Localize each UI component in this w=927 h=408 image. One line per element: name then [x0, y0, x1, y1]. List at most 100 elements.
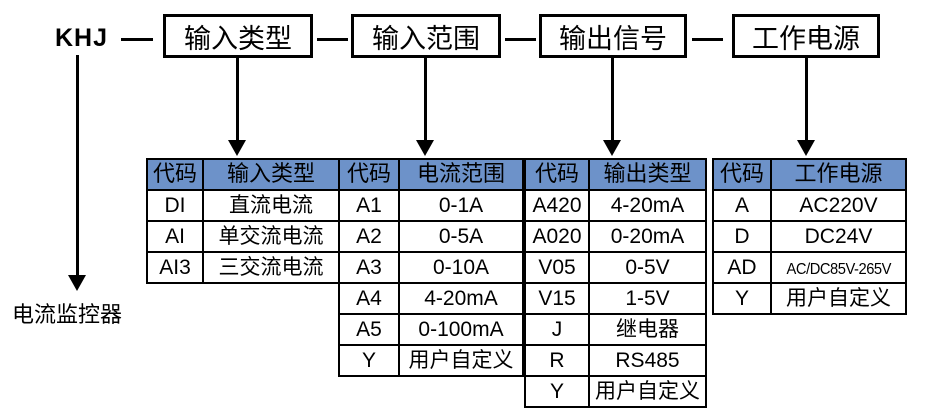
table-row: AI3 三交流电流: [146, 251, 340, 284]
table-row: AI 单交流电流: [146, 220, 340, 253]
column-header-value: 输入类型: [202, 158, 340, 191]
cell-code: J: [524, 313, 590, 346]
segment-box-power-supply: 工作电源: [732, 14, 880, 58]
segment-box-output-signal: 输出信号: [539, 14, 687, 58]
cell-value: 0-1A: [398, 189, 524, 222]
cell-code: A2: [338, 220, 400, 253]
dash-separator-4: [692, 38, 723, 41]
table-header-row: 代码 电流范围: [338, 158, 524, 191]
cell-value: 0-10A: [398, 251, 524, 284]
arrow-head-output-signal: [603, 140, 621, 156]
cell-code: V15: [524, 282, 590, 315]
cell-code: A: [712, 189, 772, 222]
cell-code: AI3: [146, 251, 204, 284]
table-power-supply: 代码 工作电源 A AC220V D DC24V AD AC/DC85V-265…: [712, 158, 907, 315]
table-row: AD AC/DC85V-265V: [712, 251, 907, 284]
table-row: D DC24V: [712, 220, 907, 253]
cell-value: DC24V: [770, 220, 907, 253]
column-header-value: 工作电源: [770, 158, 907, 191]
cell-value: 直流电流: [202, 189, 340, 222]
segment-box-input-type: 输入类型: [163, 14, 313, 58]
cell-value: 用户自定义: [770, 282, 907, 315]
arrow-head-input-type: [228, 140, 246, 156]
table-row: A1 0-1A: [338, 189, 524, 222]
cell-code: AI: [146, 220, 204, 253]
connector-line-power-supply: [805, 58, 808, 142]
cell-value: 4-20mA: [398, 282, 524, 315]
arrow-head-input-range: [416, 140, 434, 156]
cell-value: 4-20mA: [588, 189, 707, 222]
cell-code: AD: [712, 251, 772, 284]
cell-value-text: AC/DC85V-265V: [786, 261, 891, 278]
column-header-code: 代码: [338, 158, 400, 191]
dash-separator-1: [121, 38, 153, 41]
table-row: A3 0-10A: [338, 251, 524, 284]
segment-box-input-range: 输入范围: [351, 14, 501, 58]
column-header-value: 输出类型: [588, 158, 707, 191]
table-row: A420 4-20mA: [524, 189, 707, 222]
cell-code: Y: [712, 282, 772, 315]
table-row: A5 0-100mA: [338, 313, 524, 346]
column-header-code: 代码: [712, 158, 772, 191]
table-row: V15 1-5V: [524, 282, 707, 315]
cell-value: 用户自定义: [398, 344, 524, 377]
cell-value: 用户自定义: [588, 375, 707, 408]
cell-code: Y: [524, 375, 590, 408]
table-output-type: 代码 输出类型 A420 4-20mA A020 0-20mA V05 0-5V…: [524, 158, 707, 408]
cell-code: A3: [338, 251, 400, 284]
table-row: A2 0-5A: [338, 220, 524, 253]
table-row: J 继电器: [524, 313, 707, 346]
column-header-code: 代码: [146, 158, 204, 191]
table-row: Y 用户自定义: [712, 282, 907, 315]
cell-value: 1-5V: [588, 282, 707, 315]
cell-value: 0-20mA: [588, 220, 707, 253]
connector-line-input-range: [424, 58, 427, 142]
cell-value: 0-100mA: [398, 313, 524, 346]
segment-label: 输入类型: [184, 23, 292, 55]
cell-code: R: [524, 344, 590, 377]
connector-line-output-signal: [611, 58, 614, 142]
table-input-type: 代码 输入类型 DI 直流电流 AI 单交流电流 AI3 三交流电流: [146, 158, 340, 284]
table-header-row: 代码 工作电源: [712, 158, 907, 191]
cell-value: 0-5V: [588, 251, 707, 284]
table-current-range: 代码 电流范围 A1 0-1A A2 0-5A A3 0-10A A4 4-20…: [338, 158, 524, 377]
cell-value: RS485: [588, 344, 707, 377]
segment-label: 输入范围: [372, 23, 480, 55]
cell-code: Y: [338, 344, 400, 377]
cell-code: A020: [524, 220, 590, 253]
cell-code: A5: [338, 313, 400, 346]
model-code-label: KHJ: [55, 24, 109, 52]
connector-line-input-type: [236, 58, 239, 142]
table-row: Y 用户自定义: [338, 344, 524, 377]
segment-label: 输出信号: [559, 23, 667, 55]
cell-code: A420: [524, 189, 590, 222]
cell-value: 继电器: [588, 313, 707, 346]
table-header-row: 代码 输出类型: [524, 158, 707, 191]
bottom-label-current-monitor: 电流监控器: [12, 303, 123, 328]
table-row: R RS485: [524, 344, 707, 377]
cell-value: AC220V: [770, 189, 907, 222]
table-row: A4 4-20mA: [338, 282, 524, 315]
table-row: Y 用户自定义: [524, 375, 707, 408]
table-row: A020 0-20mA: [524, 220, 707, 253]
dash-separator-2: [317, 38, 348, 41]
cell-code: DI: [146, 189, 204, 222]
cell-code: A1: [338, 189, 400, 222]
cell-value: 三交流电流: [202, 251, 340, 284]
arrow-head-model: [68, 275, 86, 291]
dash-separator-3: [505, 38, 536, 41]
arrow-head-power-supply: [797, 140, 815, 156]
table-header-row: 代码 输入类型: [146, 158, 340, 191]
connector-line-model: [76, 55, 79, 277]
cell-value: 0-5A: [398, 220, 524, 253]
cell-value: 单交流电流: [202, 220, 340, 253]
cell-value: AC/DC85V-265V: [770, 251, 907, 284]
cell-code: D: [712, 220, 772, 253]
column-header-code: 代码: [524, 158, 590, 191]
cell-code: V05: [524, 251, 590, 284]
table-row: V05 0-5V: [524, 251, 707, 284]
segment-label: 工作电源: [752, 23, 860, 55]
column-header-value: 电流范围: [398, 158, 524, 191]
table-row: DI 直流电流: [146, 189, 340, 222]
